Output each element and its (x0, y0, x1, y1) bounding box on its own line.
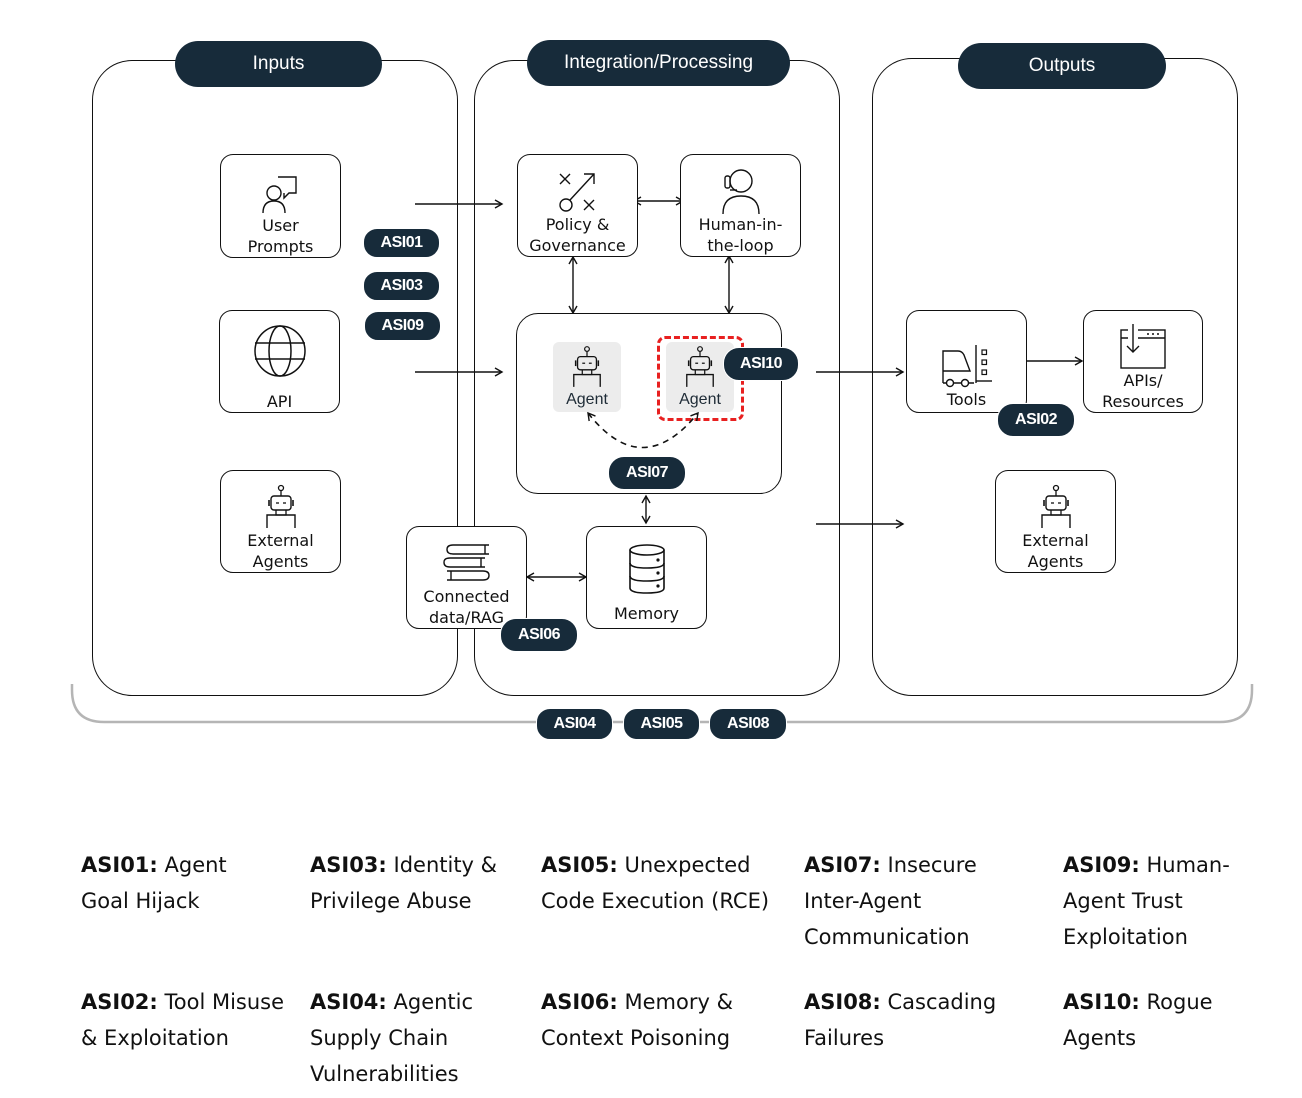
legend-asi06: ASI06: Memory & Context Poisoning (541, 984, 756, 1056)
legend-asi01: ASI01: Agent Goal Hijack (81, 847, 281, 919)
tools-node[interactable]: Tools (906, 310, 1027, 413)
policy-governance-label: Policy & Governance (529, 215, 626, 255)
badge-asi01[interactable]: ASI01 (363, 228, 440, 258)
legend-asi08: ASI08: Cascading Failures (804, 984, 1004, 1056)
legend-code: ASI10: (1063, 990, 1140, 1014)
legend-code: ASI03: (310, 853, 387, 877)
legend-text: Rogue Agents (1063, 990, 1213, 1050)
headset-person-icon (721, 169, 760, 214)
legend-code: ASI02: (81, 990, 158, 1014)
legend-asi09: ASI09: Human-Agent Trust Exploitation (1063, 847, 1238, 955)
memory-node[interactable]: Memory (586, 526, 707, 629)
badge-asi05[interactable]: ASI05 (623, 708, 700, 740)
connected-data-rag-label: Connected data/RAG (423, 587, 510, 627)
legend-code: ASI05: (541, 853, 618, 877)
books-icon (442, 544, 490, 581)
agent-tile-2[interactable]: Agent (666, 342, 734, 412)
tools-label: Tools (946, 390, 987, 409)
agent-1-label: Agent (566, 391, 608, 408)
external-agents-input-label: External Agents (247, 531, 314, 571)
external-agents-output-label: External Agents (1022, 531, 1089, 571)
badge-asi02[interactable]: ASI02 (997, 403, 1075, 437)
robot-icon (265, 484, 296, 528)
user-prompts-node[interactable]: User Prompts (220, 154, 341, 258)
robot-icon (573, 346, 601, 387)
legend-asi10: ASI10: Rogue Agents (1063, 984, 1238, 1056)
outputs-title: Outputs (958, 43, 1166, 89)
policy-governance-node[interactable]: Policy & Governance (517, 154, 638, 257)
database-icon (628, 544, 665, 594)
legend-code: ASI09: (1063, 853, 1140, 877)
robot-icon (1040, 484, 1071, 528)
legend-text: Human-Agent Trust Exploitation (1063, 853, 1230, 949)
legend-code: ASI01: (81, 853, 158, 877)
globe-icon (253, 325, 306, 377)
badge-asi10[interactable]: ASI10 (723, 347, 799, 381)
human-in-the-loop-node[interactable]: Human-in- the-loop (680, 154, 801, 257)
badge-asi08[interactable]: ASI08 (709, 708, 787, 740)
badge-asi07[interactable]: ASI07 (608, 456, 686, 490)
user-prompts-label: User Prompts (247, 216, 314, 256)
forklift-icon (941, 345, 992, 388)
external-agents-input-node[interactable]: External Agents (220, 470, 341, 573)
connected-data-rag-node[interactable]: Connected data/RAG (406, 526, 527, 629)
api-node[interactable]: API (219, 310, 340, 413)
badge-asi09[interactable]: ASI09 (364, 311, 441, 341)
legend-text: Agentic Supply Chain Vulnerabilities (310, 990, 474, 1086)
legend-text: Unexpected Code Execution (RCE) (541, 853, 770, 913)
processing-title: Integration/Processing (527, 40, 790, 86)
legend-text: Tool Misuse & Exploitation (81, 990, 285, 1050)
strategy-play-icon (558, 173, 595, 212)
memory-label: Memory (613, 604, 680, 623)
legend-text: Agent Goal Hijack (81, 853, 227, 913)
inputs-title: Inputs (175, 41, 382, 87)
legend-code: ASI04: (310, 990, 387, 1014)
human-in-the-loop-label: Human-in- the-loop (698, 215, 783, 255)
apis-resources-label: APIs/ Resources (1102, 371, 1184, 411)
legend-code: ASI07: (804, 853, 881, 877)
user-chat-icon (261, 176, 297, 214)
legend-code: ASI06: (541, 990, 618, 1014)
agent-tile-1[interactable]: Agent (553, 342, 621, 412)
legend-text: Insecure Inter-Agent Communication (804, 853, 977, 949)
legend-text: Cascading Failures (804, 990, 997, 1050)
apis-resources-node[interactable]: APIs/ Resources (1083, 310, 1203, 413)
legend-text: Memory & Context Poisoning (541, 990, 733, 1050)
legend-asi07: ASI07: Insecure Inter-Agent Communicatio… (804, 847, 1039, 955)
robot-icon (686, 346, 714, 387)
badge-asi04[interactable]: ASI04 (536, 708, 613, 740)
badge-asi06[interactable]: ASI06 (500, 618, 578, 652)
download-window-icon (1120, 324, 1166, 369)
legend-text: Identity & Privilege Abuse (310, 853, 498, 913)
external-agents-output-node[interactable]: External Agents (995, 470, 1116, 573)
legend-asi05: ASI05: Unexpected Code Execution (RCE) (541, 847, 781, 919)
api-label: API (266, 392, 293, 411)
legend-asi04: ASI04: Agentic Supply Chain Vulnerabilit… (310, 984, 490, 1092)
agent-2-label: Agent (679, 391, 721, 408)
legend-asi03: ASI03: Identity & Privilege Abuse (310, 847, 510, 919)
legend-code: ASI08: (804, 990, 881, 1014)
legend-asi02: ASI02: Tool Misuse & Exploitation (81, 984, 296, 1056)
badge-asi03[interactable]: ASI03 (363, 271, 440, 301)
